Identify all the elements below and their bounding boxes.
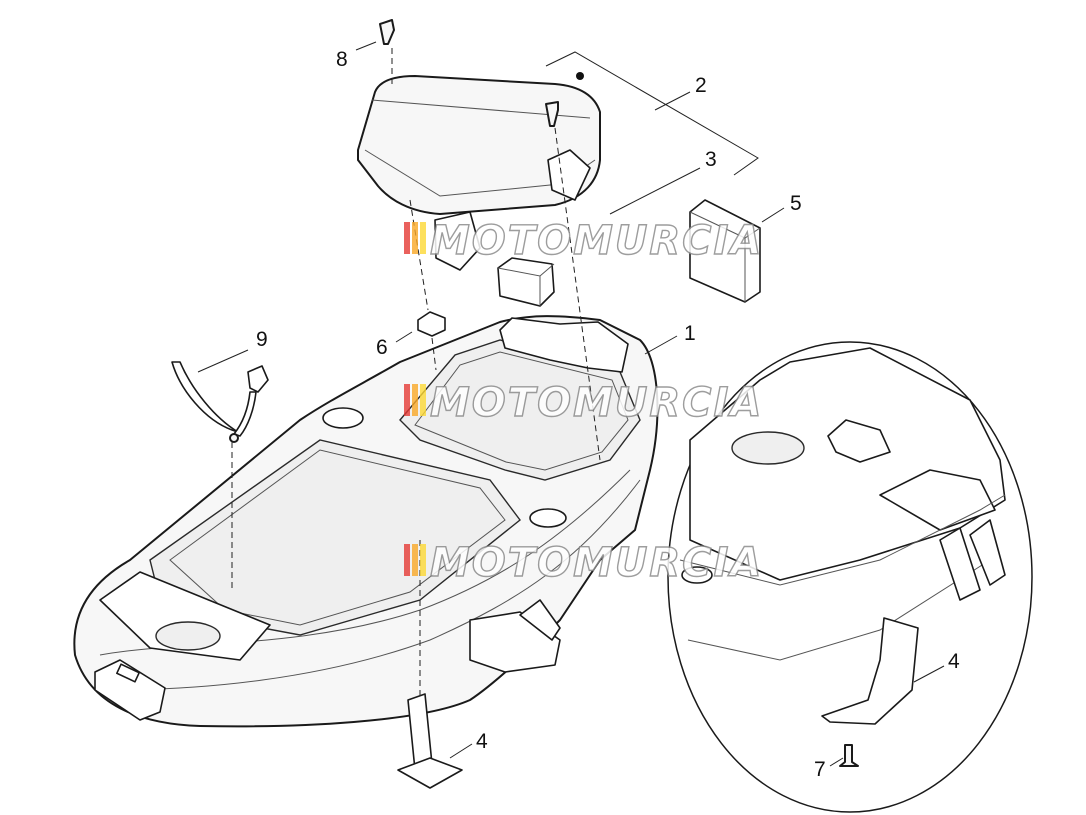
callout-7: 7 xyxy=(814,758,826,781)
clip-part xyxy=(417,311,446,337)
callout-4-detail: 4 xyxy=(948,650,960,673)
leader-lines xyxy=(197,41,945,767)
watermark-logo-stripes xyxy=(404,222,426,254)
helmet-compartment-body xyxy=(73,315,659,728)
callout-6: 6 xyxy=(376,336,388,359)
callout-3: 3 xyxy=(705,148,717,171)
watermark-text: MOTOMURCIA xyxy=(430,540,763,586)
callout-4-main: 4 xyxy=(476,730,488,753)
small-block-part xyxy=(497,257,555,307)
watermark-1: MOTOMURCIA xyxy=(404,217,763,265)
watermark-logo-stripes xyxy=(404,544,426,576)
screw-part-2 xyxy=(545,72,584,127)
foam-pad-part xyxy=(689,199,761,303)
callout-labels: 8 2 3 5 1 6 9 4 4 7 xyxy=(256,48,960,781)
callout-5: 5 xyxy=(790,192,802,215)
watermark-3: MOTOMURCIA xyxy=(404,539,763,587)
callout-2: 2 xyxy=(695,74,707,97)
screw-part-8 xyxy=(379,19,395,45)
callout-9: 9 xyxy=(256,328,268,351)
lid-assembly xyxy=(357,75,601,271)
bracket-part-main xyxy=(397,693,463,789)
strap-part xyxy=(171,361,269,443)
callout-1: 1 xyxy=(684,322,696,345)
callout-8: 8 xyxy=(336,48,348,71)
detail-zoom-circle xyxy=(667,341,1033,813)
watermark-text: MOTOMURCIA xyxy=(430,218,763,264)
watermark-logo-stripes xyxy=(404,384,426,416)
watermark-text: MOTOMURCIA xyxy=(430,380,763,426)
watermark-2: MOTOMURCIA xyxy=(404,379,763,427)
